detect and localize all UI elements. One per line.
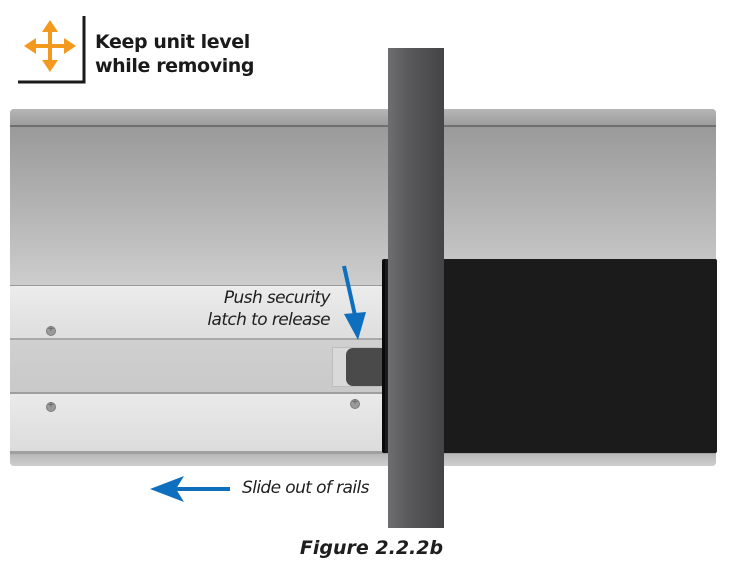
screw-icon (350, 397, 360, 409)
chassis-top-face (10, 127, 716, 285)
slide-arrow-icon (150, 476, 230, 502)
screw-icon (46, 324, 56, 336)
figure-caption-text: Figure 2.2.2b (299, 537, 444, 559)
rail-lower (10, 394, 386, 454)
instruction-line-1: Keep unit level (95, 31, 250, 53)
rail-upper (10, 285, 386, 341)
push-arrow-icon (342, 265, 366, 340)
four-way-arrows-icon (24, 20, 76, 72)
push-latch-label: Push security latch to release (180, 287, 330, 331)
rail-middle (10, 340, 386, 394)
chassis-top-lip (10, 109, 716, 127)
chassis-bottom-lip (10, 454, 716, 466)
keep-level-icon (18, 16, 86, 84)
rack-post (388, 48, 444, 528)
slide-out-label: Slide out of rails (242, 478, 369, 498)
screw-icon (46, 400, 56, 412)
instruction-line-2: while removing (95, 55, 255, 77)
figure-caption: Figure 2.2.2b (0, 537, 731, 559)
push-label-line-2: latch to release (207, 310, 330, 330)
push-label-line-1: Push security (223, 288, 331, 308)
security-latch[interactable] (346, 348, 386, 386)
keep-level-instruction: Keep unit level while removing (95, 30, 255, 78)
